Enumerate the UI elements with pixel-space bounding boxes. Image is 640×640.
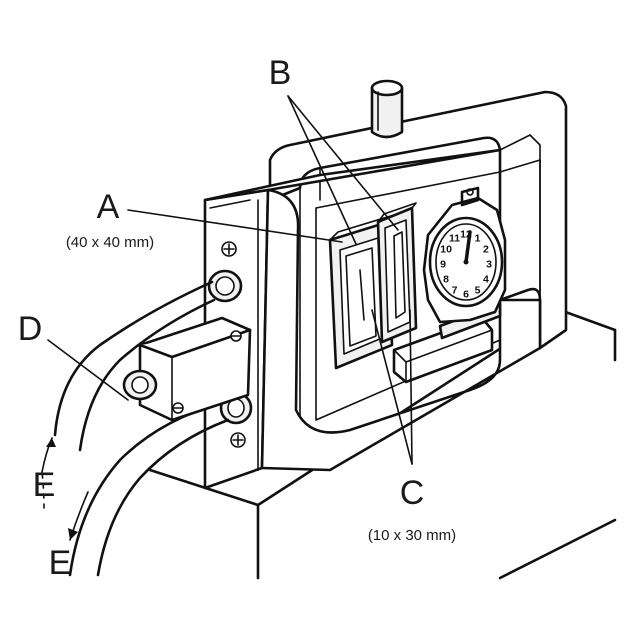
clock-numeral: 1 bbox=[475, 233, 481, 245]
label-d: D bbox=[18, 310, 43, 348]
clock-numeral: 3 bbox=[486, 259, 492, 271]
clock-numeral: 10 bbox=[440, 244, 452, 256]
label-c: C bbox=[400, 474, 425, 512]
clock-numeral: 12 bbox=[460, 229, 472, 241]
bottom-screw bbox=[231, 433, 245, 447]
clock-numeral: 11 bbox=[449, 233, 460, 245]
label-a-size: (40 x 40 mm) bbox=[66, 234, 154, 251]
clock-numeral: 4 bbox=[483, 274, 489, 286]
label-a: A bbox=[97, 188, 120, 226]
clock-numeral: 9 bbox=[440, 259, 446, 271]
clock-numeral: 6 bbox=[463, 289, 469, 301]
label-e-upper: E bbox=[33, 466, 56, 504]
clock-numeral: 5 bbox=[475, 285, 481, 297]
clock-numeral: 8 bbox=[443, 274, 449, 286]
top-screw bbox=[222, 242, 236, 256]
label-b: B bbox=[269, 54, 292, 92]
clock-gauge bbox=[424, 188, 505, 338]
clock-numeral: 2 bbox=[483, 244, 489, 256]
upper-port bbox=[209, 271, 241, 301]
label-c-size: (10 x 30 mm) bbox=[368, 527, 456, 544]
label-e-lower: E bbox=[49, 544, 72, 582]
clock-numeral: 7 bbox=[452, 285, 458, 297]
